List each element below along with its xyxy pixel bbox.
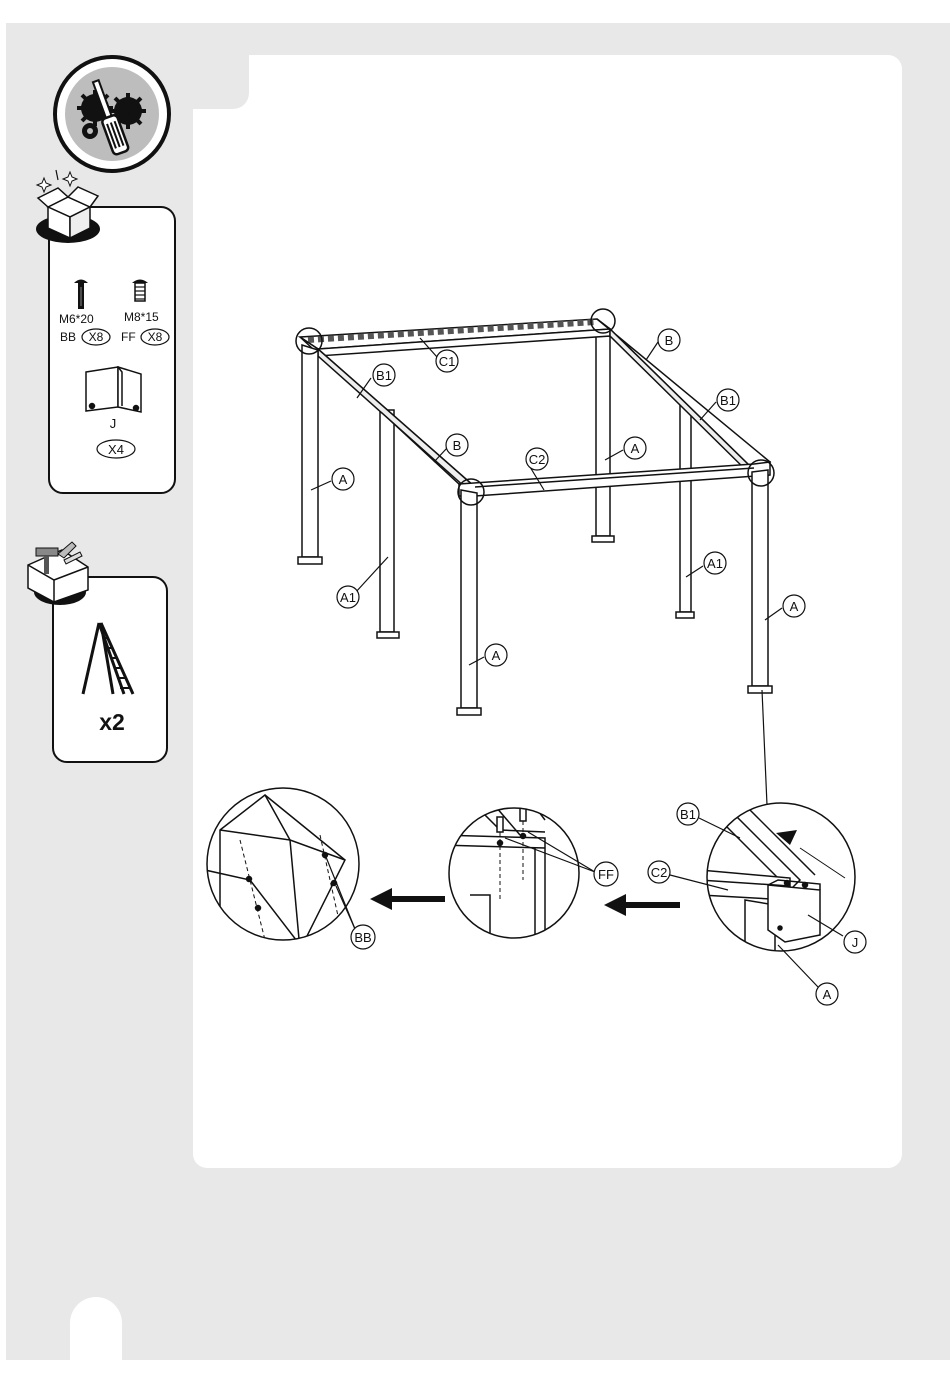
- svg-text:BB: BB: [354, 930, 371, 945]
- m8-bolt-icon: [132, 280, 148, 302]
- svg-text:C1: C1: [439, 354, 456, 369]
- corner-bracket-icon: [86, 367, 141, 412]
- screw1-size: M6*20: [59, 312, 94, 326]
- label-bb: BB: [351, 925, 375, 949]
- screw2-quantity: X8: [148, 330, 163, 344]
- svg-text:FF: FF: [598, 867, 614, 882]
- label-b1-detail: B1: [677, 803, 699, 825]
- svg-text:B: B: [665, 333, 674, 348]
- label-a-left: A: [332, 468, 354, 490]
- label-b-left: B: [446, 434, 468, 456]
- screw1-quantity: X8: [89, 330, 104, 344]
- screw1-code: BB: [60, 330, 76, 344]
- label-a1-right: A1: [704, 552, 726, 574]
- svg-text:A: A: [823, 987, 832, 1002]
- label-c2: C2: [526, 448, 548, 470]
- svg-text:B1: B1: [376, 368, 392, 383]
- detail-screw-ff: [440, 800, 579, 950]
- ladder-quantity: x2: [99, 709, 125, 735]
- svg-text:B1: B1: [720, 393, 736, 408]
- open-box-icon: [36, 170, 100, 243]
- svg-text:A: A: [790, 599, 799, 614]
- screw2-size: M8*15: [124, 310, 159, 324]
- svg-text:A1: A1: [707, 556, 723, 571]
- label-a-right: A: [783, 595, 805, 617]
- label-b1-right: B1: [717, 389, 739, 411]
- svg-text:B1: B1: [680, 807, 696, 822]
- label-a-front: A: [485, 644, 507, 666]
- svg-text:A: A: [339, 472, 348, 487]
- label-a1-left: A1: [337, 586, 359, 608]
- screw2-code: FF: [121, 330, 136, 344]
- pergola-frame: [298, 319, 772, 715]
- label-ff: FF: [594, 862, 618, 886]
- svg-text:C2: C2: [651, 865, 668, 880]
- svg-text:A: A: [492, 648, 501, 663]
- label-b-right: B: [658, 329, 680, 351]
- label-a-detail: A: [816, 983, 838, 1005]
- detail-screw-bb: [205, 788, 359, 950]
- svg-text:J: J: [852, 935, 859, 950]
- label-j-detail: J: [844, 931, 866, 953]
- label-c1: C1: [436, 350, 458, 372]
- svg-text:C2: C2: [529, 452, 546, 467]
- bracket-code: J: [110, 416, 117, 431]
- toolbox-icon: [28, 542, 88, 605]
- svg-text:B: B: [453, 438, 462, 453]
- label-c2-detail: C2: [648, 861, 670, 883]
- label-a-back: A: [624, 437, 646, 459]
- svg-text:A1: A1: [340, 590, 356, 605]
- label-b1-left: B1: [373, 364, 395, 386]
- screwdriver-gears-icon: [55, 57, 169, 171]
- detail-bracket-install: [700, 800, 855, 960]
- bracket-quantity: X4: [108, 442, 124, 457]
- svg-text:A: A: [631, 441, 640, 456]
